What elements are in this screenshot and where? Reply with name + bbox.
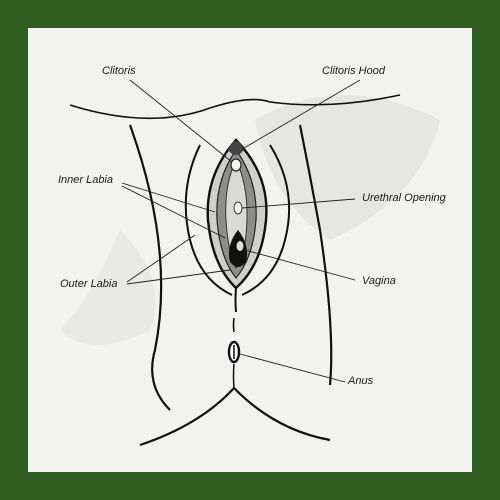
leader-lines: [121, 79, 361, 383]
buttock-right-line: [233, 387, 331, 442]
clitoris-hood-shape: [228, 141, 244, 155]
clitoris-shape: [230, 158, 242, 172]
left-thigh-line: [128, 124, 171, 411]
label-anus: Anus: [348, 375, 374, 387]
label-inner-labia: Inner Labia: [58, 174, 114, 186]
right-thigh-line: [298, 124, 333, 386]
anatomy-illustration: [60, 79, 440, 447]
upper-contour-line: [69, 94, 401, 120]
label-clitoris-hood: Clitoris Hood: [322, 65, 385, 77]
outer-labia-right: [241, 144, 291, 296]
label-outer-labia: Outer Labia: [60, 278, 118, 290]
buttock-left-line: [139, 387, 235, 447]
diagram-panel: [28, 28, 472, 472]
label-vagina: Vagina: [362, 275, 396, 287]
urethral-opening-shape: [233, 201, 243, 215]
outer-labia-left: [184, 144, 233, 296]
label-urethral-opening: Urethral Opening: [362, 192, 446, 204]
label-clitoris: Clitoris: [102, 65, 136, 77]
